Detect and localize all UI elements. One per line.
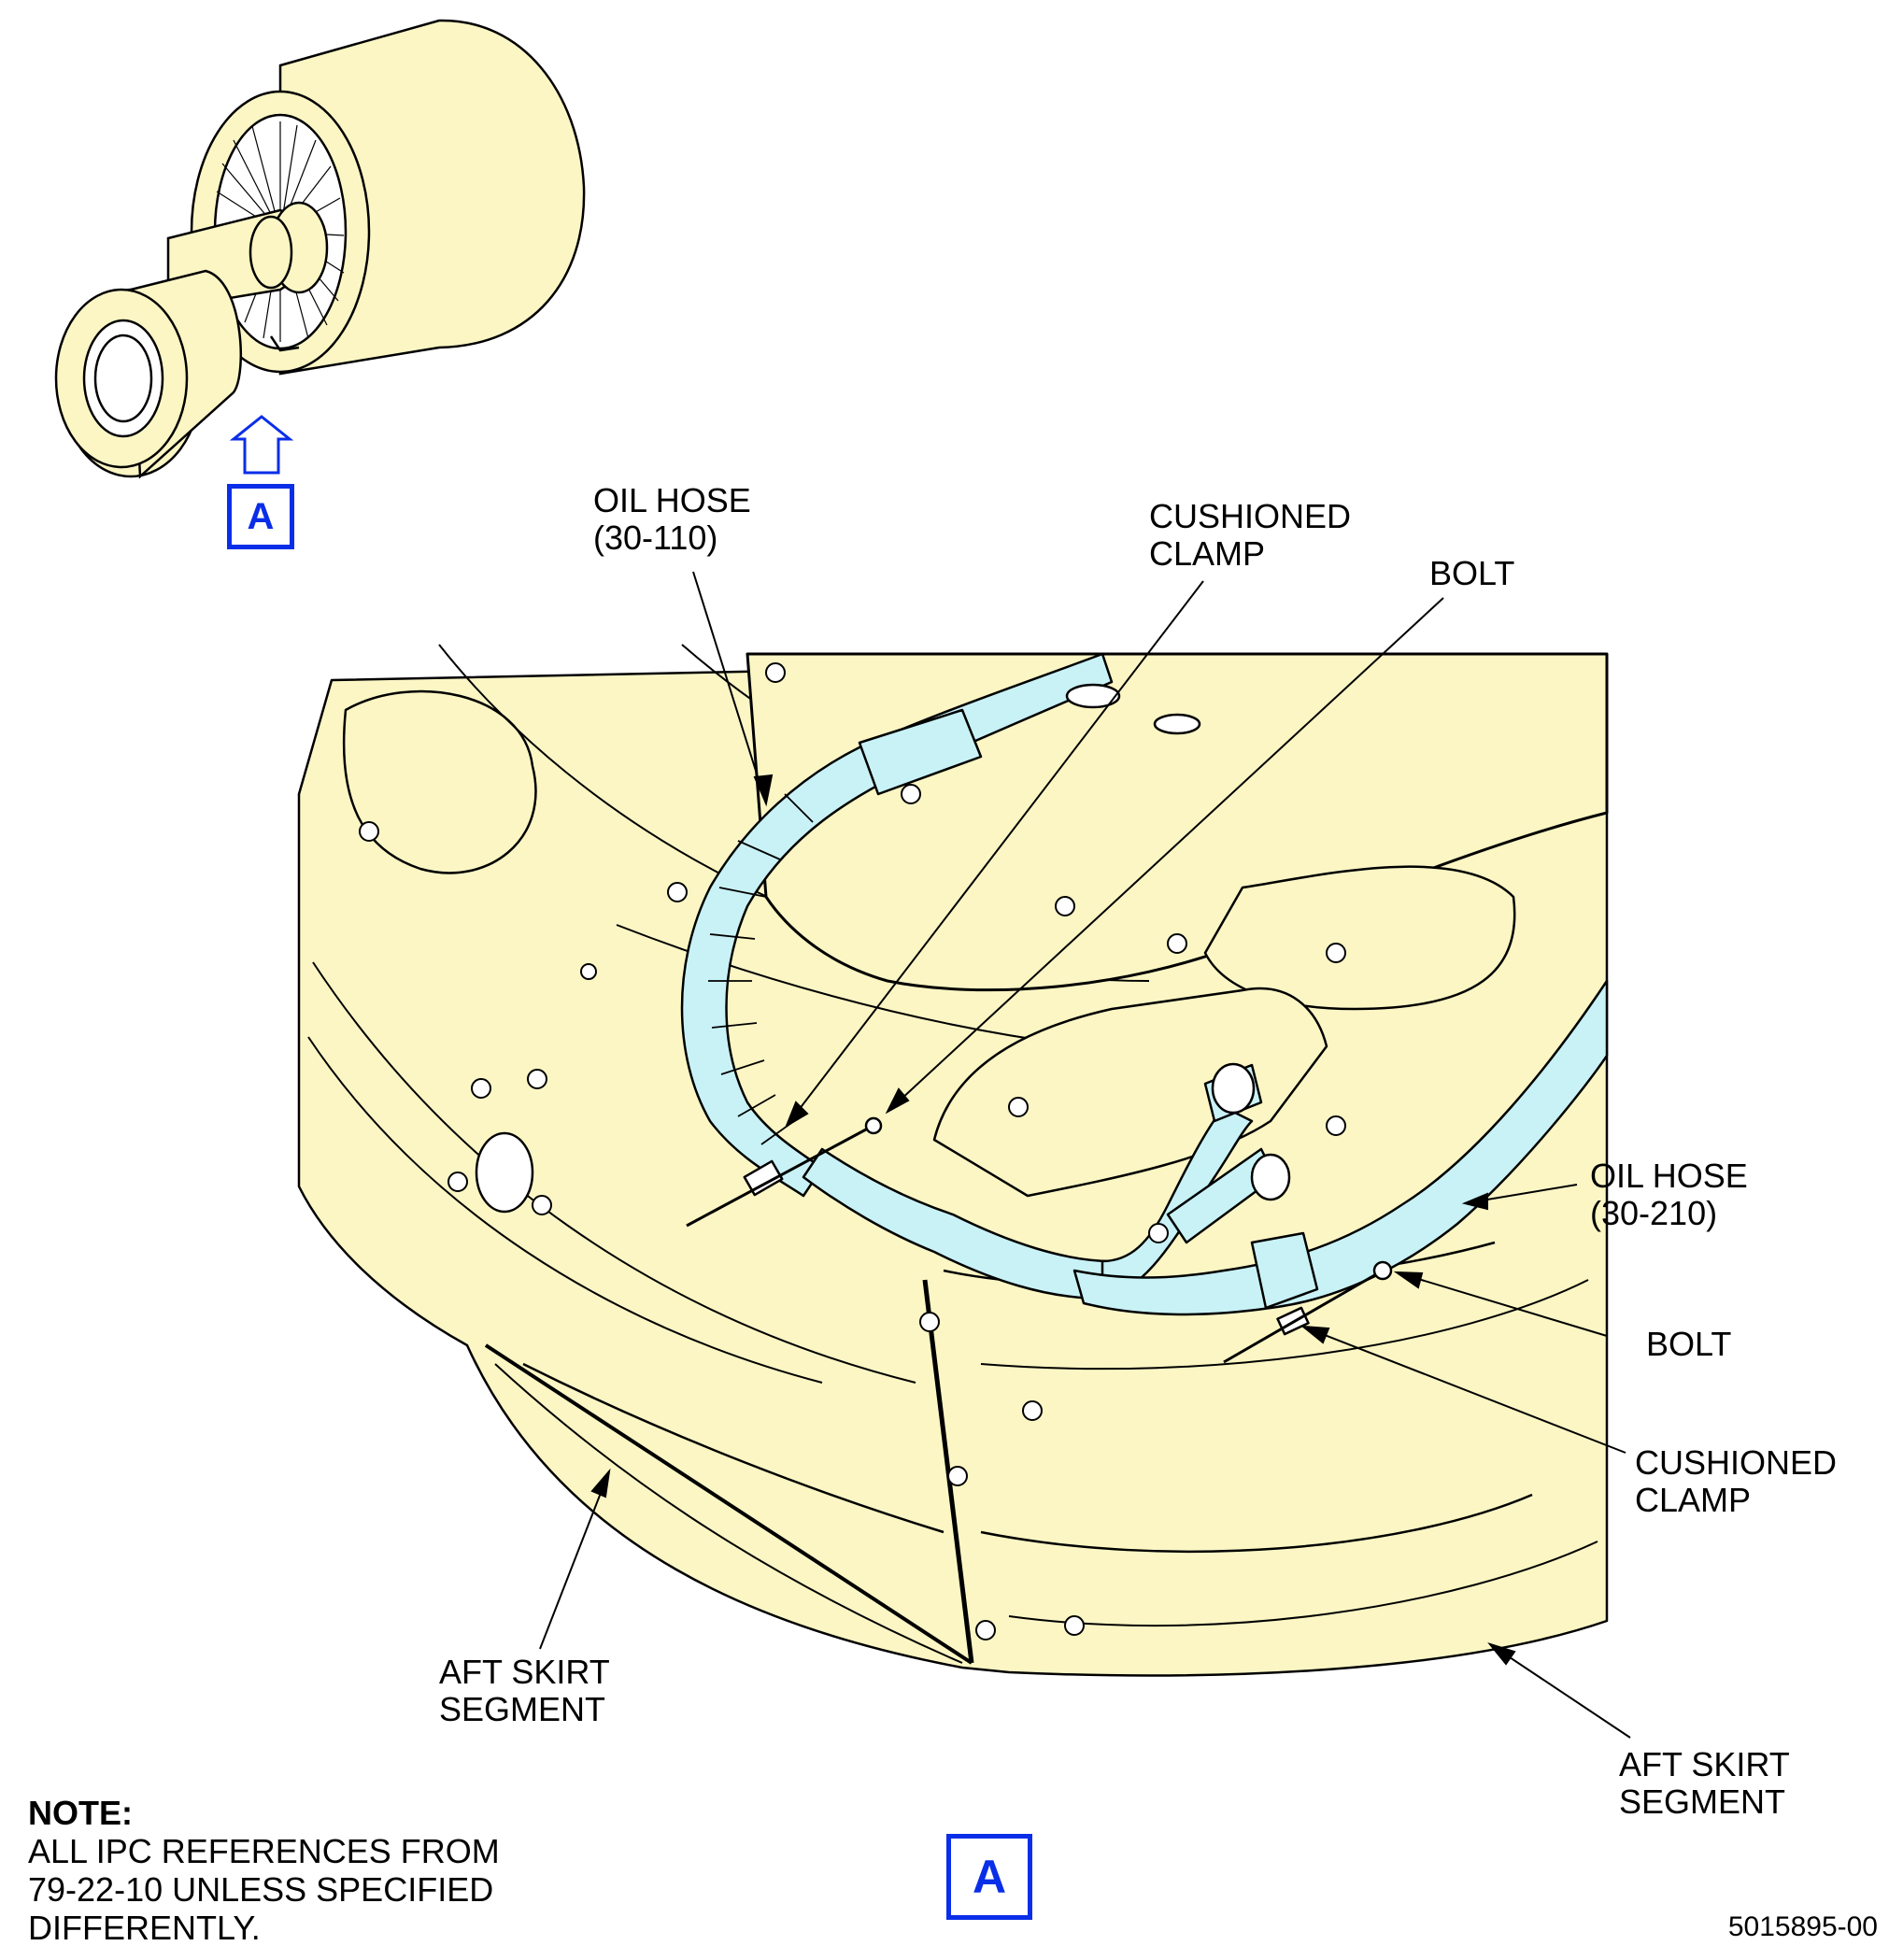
note-block: NOTE: ALL IPC REFERENCES FROM 79-22-10 U… xyxy=(28,1794,500,1947)
callout-line: CLAMP xyxy=(1635,1481,1752,1519)
leader-lines xyxy=(539,571,1631,1739)
callout-line: BOLT xyxy=(1429,554,1515,592)
callout-line: CUSHIONED xyxy=(1635,1443,1838,1482)
callout-cushioned-clamp-right: CUSHIONED CLAMP xyxy=(1635,1444,1837,1519)
callout-oil-hose-30-110: OIL HOSE (30-110) xyxy=(593,482,751,557)
note-line: DIFFERENTLY. xyxy=(28,1909,261,1947)
callout-line: AFT SKIRT xyxy=(439,1653,610,1691)
figure-number: 5015895-00 xyxy=(1727,1911,1878,1942)
callout-line: CUSHIONED xyxy=(1149,497,1352,535)
detail-view xyxy=(297,644,1609,1677)
note-title: NOTE: xyxy=(28,1794,133,1832)
note-line: 79-22-10 UNLESS SPECIFIED xyxy=(28,1870,494,1909)
callout-oil-hose-30-210: OIL HOSE (30-210) xyxy=(1590,1158,1748,1232)
callout-line: BOLT xyxy=(1646,1325,1732,1363)
up-arrow-icon xyxy=(229,415,294,475)
callout-line: SEGMENT xyxy=(439,1690,606,1728)
view-a-marker-large: A xyxy=(946,1834,1032,1920)
callout-line: OIL HOSE xyxy=(593,481,751,519)
callout-cushioned-clamp-top: CUSHIONED CLAMP xyxy=(1149,498,1351,573)
view-a-marker-small: A xyxy=(227,484,294,549)
callout-bolt-top: BOLT xyxy=(1429,555,1514,592)
callout-line: (30-110) xyxy=(593,518,718,557)
callout-line: AFT SKIRT xyxy=(1619,1745,1790,1783)
callout-line: OIL HOSE xyxy=(1590,1157,1748,1195)
engine-locator-view xyxy=(54,19,586,479)
callout-line: CLAMP xyxy=(1149,534,1266,573)
note-line: ALL IPC REFERENCES FROM xyxy=(28,1832,500,1870)
callout-bolt-right: BOLT xyxy=(1646,1326,1731,1363)
callout-aft-skirt-segment-right: AFT SKIRT SEGMENT xyxy=(1619,1746,1790,1821)
oil-hose-30-110 xyxy=(680,652,1254,1300)
oil-hose-30-210 xyxy=(1072,979,1609,1316)
callout-line: SEGMENT xyxy=(1619,1782,1786,1821)
callout-line: (30-210) xyxy=(1590,1194,1718,1232)
callout-aft-skirt-segment-left: AFT SKIRT SEGMENT xyxy=(439,1654,610,1728)
